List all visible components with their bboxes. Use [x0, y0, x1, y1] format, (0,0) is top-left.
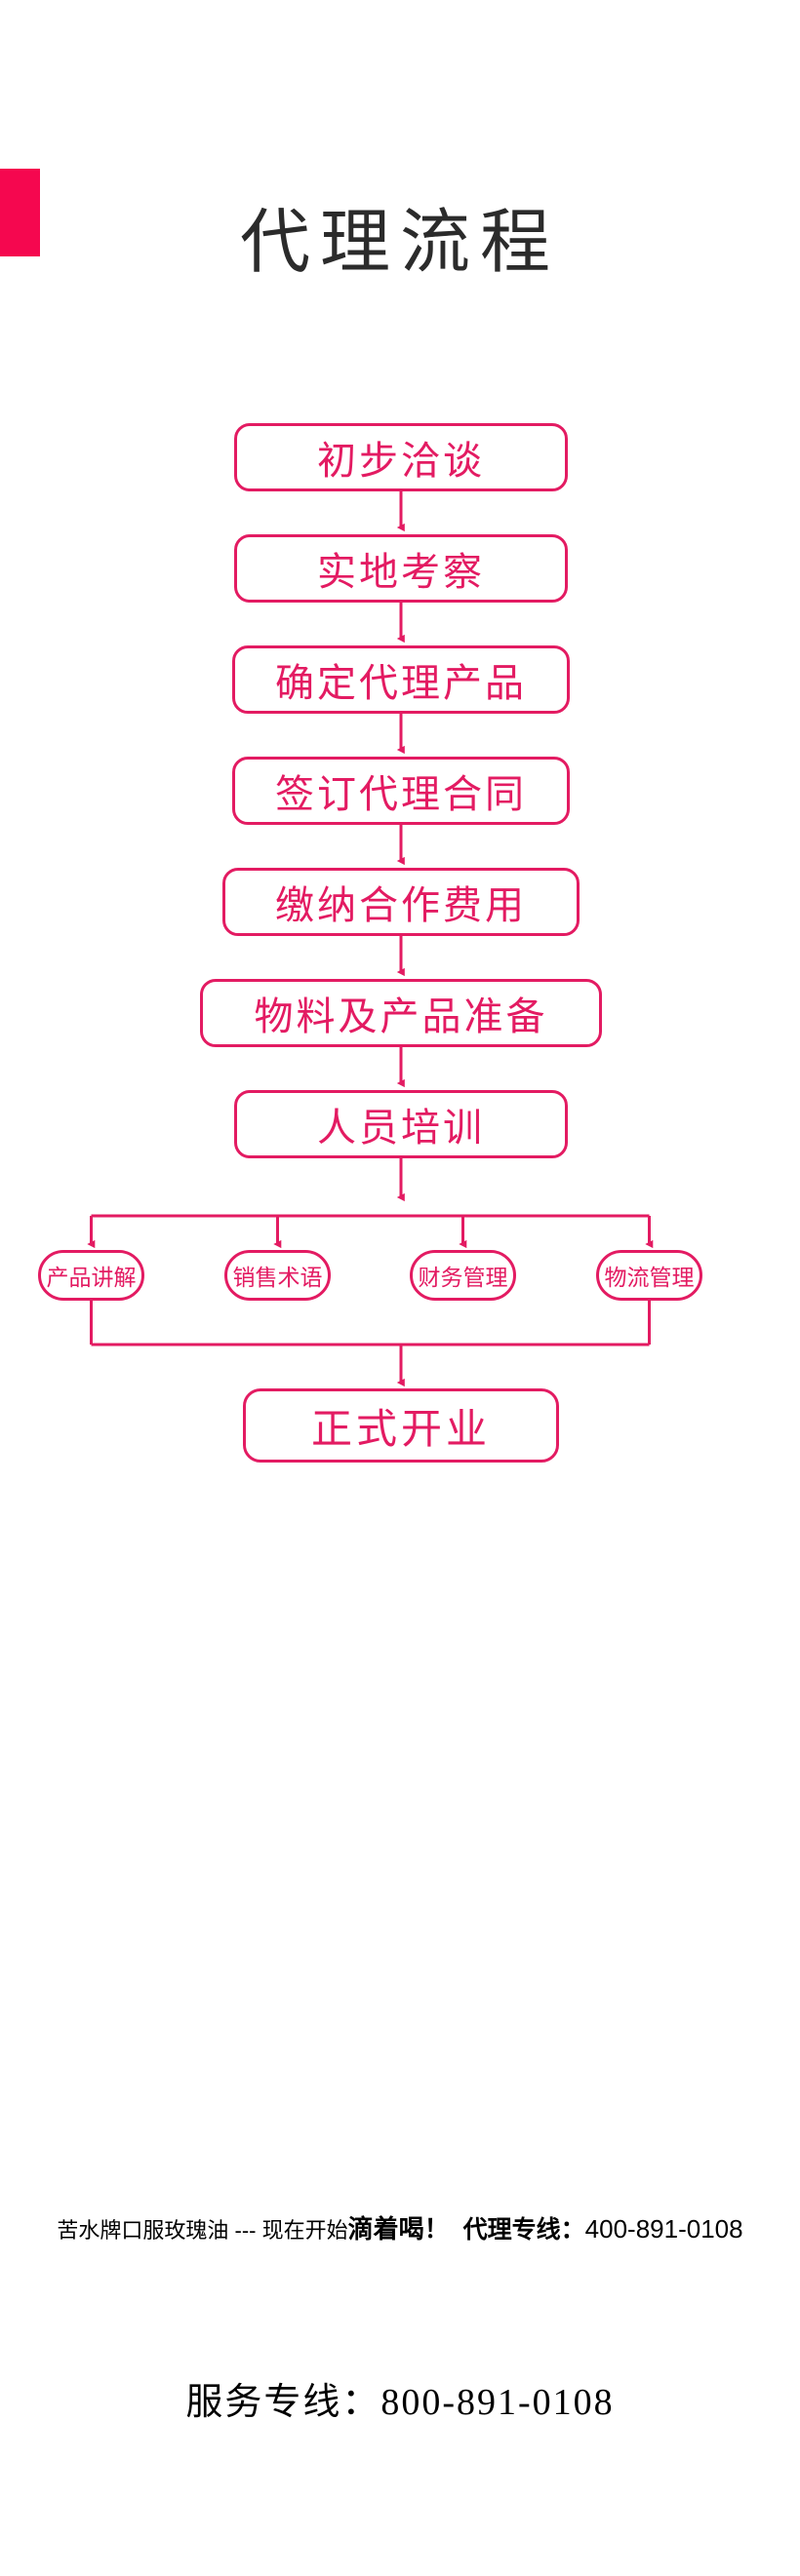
flow-branch-4[interactable]: 物流管理 — [596, 1250, 702, 1301]
accent-bar — [0, 169, 40, 256]
footer-hotline-label: 代理专线： — [462, 2216, 585, 2244]
flow-final-step[interactable]: 正式开业 — [243, 1388, 559, 1463]
flow-branch-1[interactable]: 产品讲解 — [38, 1250, 144, 1301]
flow-step-3[interactable]: 确定代理产品 — [232, 645, 570, 714]
flow-step-6[interactable]: 物料及产品准备 — [200, 979, 602, 1047]
flow-branch-3[interactable]: 财务管理 — [410, 1250, 516, 1301]
footer-tagline: 苦水牌口服玫瑰油 --- 现在开始滴着喝！ 代理专线：400-891-0108 — [0, 2209, 800, 2245]
footer-tagline-emphasis: 滴着喝！ — [347, 2214, 450, 2244]
flow-branch-2[interactable]: 销售术语 — [224, 1250, 331, 1301]
flow-step-5[interactable]: 缴纳合作费用 — [222, 868, 580, 936]
flow-step-4[interactable]: 签订代理合同 — [232, 757, 570, 825]
flow-step-7[interactable]: 人员培训 — [234, 1090, 568, 1158]
footer-hotline-number: 400-891-0108 — [584, 2214, 743, 2244]
footer-service-line: 服务专线：800-891-0108 — [185, 2382, 615, 2423]
footer-tagline-prefix: 苦水牌口服玫瑰油 --- 现在开始 — [57, 2218, 348, 2243]
flow-step-1[interactable]: 初步洽谈 — [234, 423, 568, 491]
flow-step-2[interactable]: 实地考察 — [234, 534, 568, 603]
page-title: 代理流程 — [239, 204, 560, 282]
